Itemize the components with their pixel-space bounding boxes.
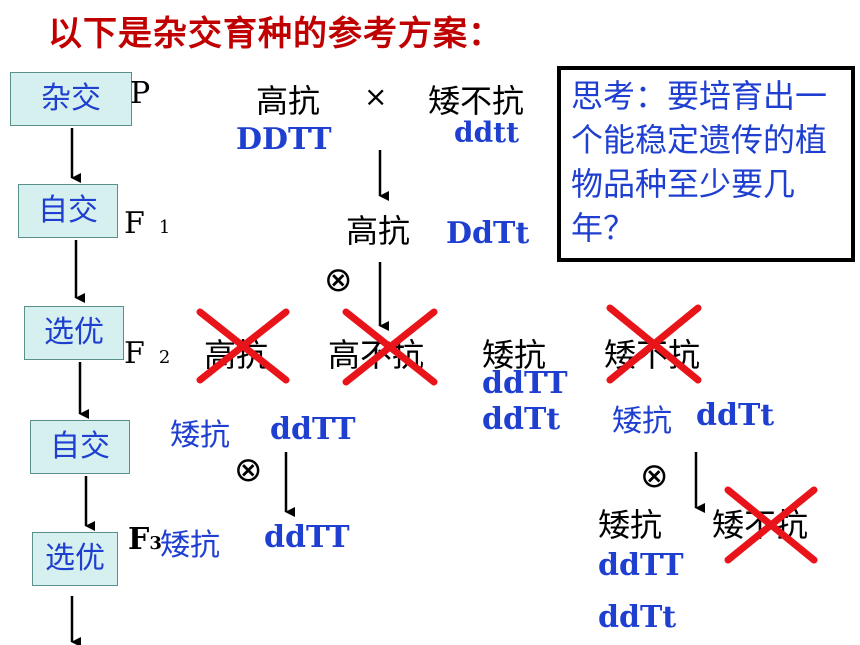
cross-out-tall-resistant [196,308,290,384]
p-parent2-genotype: ddtt [454,116,520,149]
branch-left-genotype: ddTT [270,412,356,447]
branch-right-genotype: ddTt [696,398,775,433]
cross-out-f3-dwarf-nonresistant [724,486,818,564]
page-title: 以下是杂交育种的参考方案： [48,14,503,54]
f2-phenotype-dwarf-resistant: 矮抗 [482,336,547,374]
branch-right-phenotype: 矮抗 [612,404,672,439]
f2-genotype-ddTT: ddTT [482,366,568,401]
f3-right-genotype-ddTt: ddTt [598,600,677,635]
step-select-1: 选优 [24,306,124,360]
f3-right-phenotype-dwarf-resistant: 矮抗 [598,506,663,544]
step-hybridize: 杂交 [10,72,132,126]
step-selfing-1: 自交 [18,184,118,238]
p-parent1-genotype: DDTT [236,122,332,157]
gen-label-p: P [130,76,151,111]
selfing-symbol-f1: ⊗ [324,260,353,300]
f3-left-genotype: ddTT [264,520,350,555]
cross-symbol: × [364,80,388,113]
branch-left-phenotype: 矮抗 [170,418,230,453]
p-parent2-phenotype: 矮不抗 [428,82,525,120]
cross-out-tall-nonresistant [342,308,438,386]
f3-left-phenotype: 矮抗 [160,528,220,563]
f2-genotype-ddTt: ddTt [482,402,561,437]
cross-out-dwarf-nonresistant [606,304,702,384]
think-question-box: 思考：要培育出一个能稳定遗传的植物品种至少要几年？ [557,66,855,262]
gen-label-f3: F3 [128,522,162,557]
selfing-symbol-right: ⊗ [640,456,669,496]
step-select-2: 选优 [32,532,118,586]
step-selfing-2: 自交 [30,420,130,474]
f3-right-genotype-ddTT: ddTT [598,548,684,583]
f1-phenotype: 高抗 [346,212,411,250]
p-parent1-phenotype: 高抗 [256,82,321,120]
f1-genotype: DdTt [446,216,530,251]
selfing-symbol-left: ⊗ [234,450,263,490]
